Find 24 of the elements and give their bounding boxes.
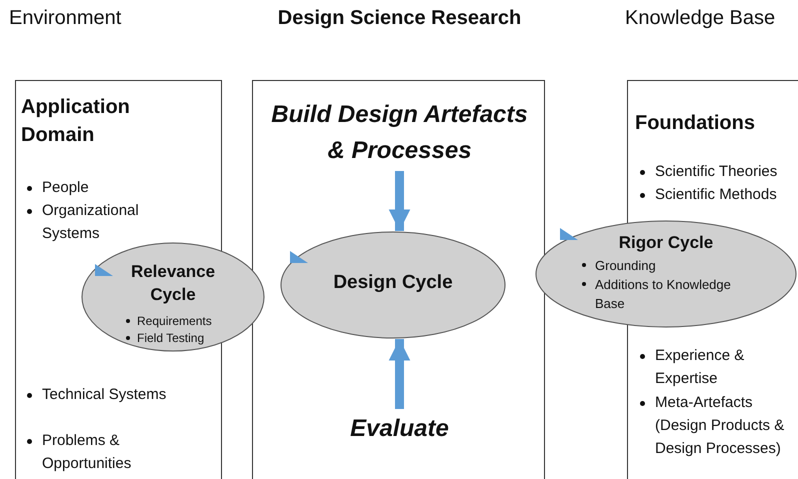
stage-heading: Build Design Artefacts & Processes	[267, 97, 532, 169]
bullet-item: Scientific Methods	[635, 183, 798, 206]
cycle-title: Design Cycle	[332, 272, 454, 294]
bullet-item: Experience & Expertise	[635, 344, 785, 390]
column-heading: Design Science Research	[276, 7, 522, 30]
stage-heading: Evaluate	[343, 411, 456, 447]
column-heading: Environment	[9, 7, 122, 30]
bullet-item: Field Testing	[123, 330, 243, 346]
bullet-item: Requirements	[123, 313, 243, 329]
bullet-item: Grounding	[579, 256, 769, 275]
bullet-item: Meta-Artefacts (Design Products & Design Processes)	[635, 391, 798, 460]
cycle-title: Rigor Cycle	[618, 232, 714, 254]
bullet-item: Additions to Knowledge Base	[579, 275, 757, 313]
block-arrow	[388, 171, 410, 231]
bullet-item: Technical Systems	[22, 383, 172, 406]
section-heading: Foundations	[635, 111, 756, 136]
column-heading: Knowledge Base	[625, 7, 776, 30]
bullet-item: Problems & Opportunities	[22, 429, 172, 475]
bullet-item: People	[22, 176, 192, 199]
section-heading: Application Domain	[21, 95, 131, 148]
bullet-item: Scientific Theories	[635, 160, 798, 183]
cycle-title: Relevance Cycle	[130, 261, 216, 306]
bullet-item: Organizational Systems	[22, 199, 172, 245]
block-arrow	[388, 339, 410, 409]
